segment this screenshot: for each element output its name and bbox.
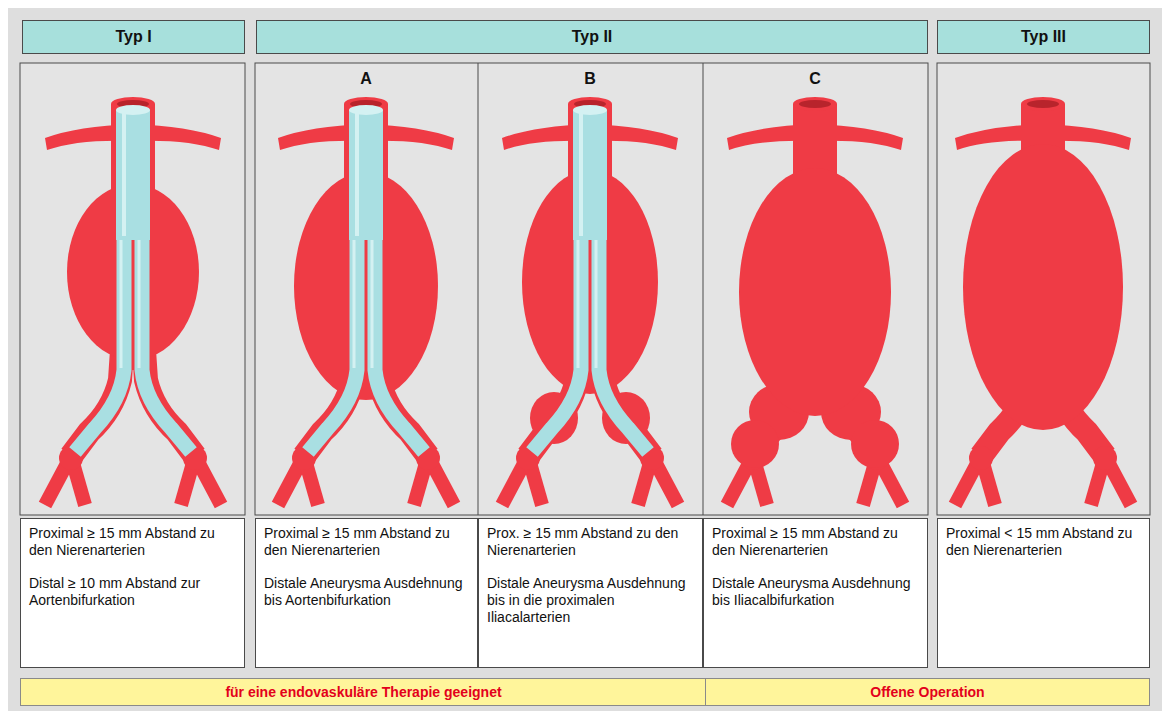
criteria-box: Proximal ≥ 15 mm Abstand zu den Nierenar…: [703, 518, 928, 668]
aorta-figure: [727, 97, 903, 505]
stent-top: [573, 105, 607, 115]
stent-top: [349, 105, 383, 115]
type-title: Typ III: [1021, 28, 1066, 46]
stent-leg: [532, 236, 581, 452]
stent-top: [116, 105, 150, 115]
stent-highlight: [579, 112, 583, 236]
stent-leg: [75, 236, 124, 452]
criteria-text: Proximal ≥ 15 mm Abstand zu den Nierenar…: [264, 525, 469, 559]
aorta-lumen: [1027, 100, 1059, 108]
aorta-opening: [793, 97, 837, 111]
criteria-text: Prox. ≥ 15 mm Abstand zu den Nierenarter…: [487, 525, 694, 559]
stent-highlight: [122, 112, 126, 236]
iliac-bifurcation: [969, 446, 993, 470]
panel: [937, 63, 1150, 515]
backdrop: [8, 8, 1162, 711]
type-title: Typ II: [572, 28, 613, 46]
criteria-box: Proximal < 15 mm Abstand zu den Nierenar…: [937, 518, 1150, 668]
aneurysm: [739, 168, 891, 416]
iliac-aneurysm: [731, 420, 779, 468]
stent-leg: [375, 236, 424, 452]
stent-highlight: [355, 112, 359, 236]
subtype-letter: B: [584, 70, 596, 88]
criteria-box: Proximal ≥ 15 mm Abstand zu den Nierenar…: [255, 518, 478, 668]
aneurysm: [963, 144, 1123, 430]
subtype-letter: A: [360, 70, 372, 88]
criteria-text: Distale Aneurysma Ausdehnung bis Aortenb…: [264, 575, 469, 609]
criteria-text: Proximal ≥ 15 mm Abstand zu den Nierenar…: [712, 525, 919, 559]
type-header: Typ II: [256, 20, 928, 54]
panel: [255, 63, 928, 515]
type-title: Typ I: [115, 28, 151, 46]
panel-divider: [703, 63, 704, 515]
stent-highlight: [595, 240, 598, 368]
subtype-letter: C: [809, 70, 821, 88]
aorta-lumen: [799, 100, 831, 108]
criteria-box: Prox. ≥ 15 mm Abstand zu den Nierenarter…: [478, 518, 703, 668]
criteria-text: Distale Aneurysma Ausdehnung bis in die …: [487, 575, 694, 626]
stent-leg: [142, 236, 191, 452]
aorta-figure: [955, 97, 1131, 505]
criteria-text: Distale Aneurysma Ausdehnung bis Iliacal…: [712, 575, 919, 609]
aorta-figure: [502, 97, 678, 505]
stent-highlight: [577, 240, 580, 368]
aorta-figure: [45, 97, 221, 505]
criteria-text: Proximal < 15 mm Abstand zu den Nierenar…: [946, 525, 1141, 559]
therapy-band: Offene Operation: [705, 678, 1150, 706]
panel: [20, 63, 245, 515]
aorta-opening: [1021, 97, 1065, 111]
therapy-text: Offene Operation: [870, 684, 984, 700]
aorta-figure: [278, 97, 454, 505]
iliac-aneurysm: [851, 420, 899, 468]
criteria-box: Proximal ≥ 15 mm Abstand zu den Nierenar…: [20, 518, 245, 668]
panel-divider: [478, 63, 479, 515]
stent-leg: [308, 236, 357, 452]
stent-highlight: [138, 240, 141, 368]
therapy-text: für eine endovaskuläre Therapie geeignet: [225, 684, 501, 700]
therapy-band: für eine endovaskuläre Therapie geeignet: [20, 678, 706, 706]
stent-highlight: [371, 240, 374, 368]
stent-body: [573, 110, 607, 240]
criteria-text: Distal ≥ 10 mm Abstand zur Aortenbifurka…: [29, 575, 236, 609]
iliac-bifurcation: [1093, 446, 1117, 470]
stent-highlight: [120, 240, 123, 368]
stent-leg: [599, 236, 648, 452]
stent-body: [349, 110, 383, 240]
stent-highlight: [353, 240, 356, 368]
stent-body: [116, 110, 150, 240]
type-header: Typ III: [937, 20, 1150, 54]
type-header: Typ I: [22, 20, 245, 54]
criteria-text: Proximal ≥ 15 mm Abstand zu den Nierenar…: [29, 525, 236, 559]
